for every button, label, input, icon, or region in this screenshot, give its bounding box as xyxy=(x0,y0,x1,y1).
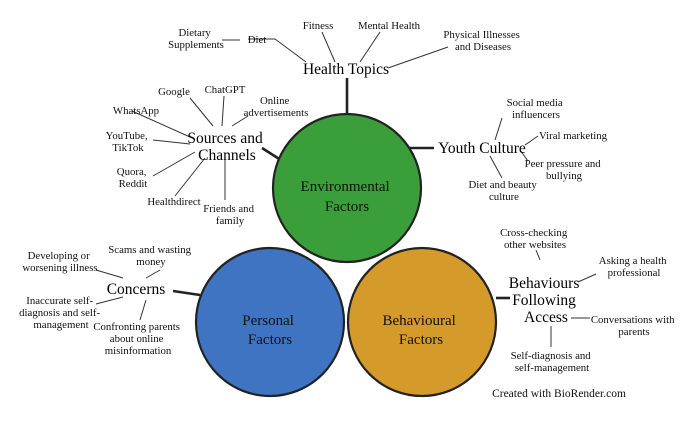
personal-factors-label: Personal Factors xyxy=(242,313,297,348)
leaf-conversations-parents: Conversations with parents xyxy=(591,314,677,338)
leaf-social-media-influencers: Social media influencers xyxy=(507,97,566,121)
leaf-viral-marketing: Viral marketing xyxy=(539,130,608,142)
leaf-fitness: Fitness xyxy=(303,20,334,32)
personal-factors-circle xyxy=(194,246,346,398)
youth-culture-hub: Youth Culture xyxy=(438,140,526,157)
environmental-factors-label: Environmental Factors xyxy=(301,179,394,215)
leaf-mental-health: Mental Health xyxy=(358,20,421,32)
health-topics-hub: Health Topics xyxy=(303,61,389,78)
leaf-quora-reddit: Quora, Reddit xyxy=(117,166,149,190)
leaf-asking-professional: Asking a health professional xyxy=(599,255,669,279)
youth-culture-branches xyxy=(489,117,539,179)
behavioural-factors-label: Behavioural Factors xyxy=(382,313,459,348)
leaf-youtube-tiktok: YouTube, TikTok xyxy=(106,130,151,154)
leaf-cross-checking: Cross-checking other websites xyxy=(500,227,570,251)
leaf-chatgpt: ChatGPT xyxy=(205,84,246,96)
concerns-hub: Concerns xyxy=(107,281,166,298)
leaf-online-advertisements: Online advertisements xyxy=(244,95,309,119)
connector-concerns xyxy=(172,289,201,297)
leaf-inaccurate-diagnosis: Inaccurate self- diagnosis and self- man… xyxy=(19,295,103,331)
leaf-friends-family: Friends and family xyxy=(203,203,256,227)
leaf-diet: Diet xyxy=(248,34,267,46)
concerns-branches xyxy=(95,269,161,321)
leaf-google: Google xyxy=(158,86,190,98)
sources-channels-branches xyxy=(131,95,249,200)
leaf-diet-beauty-culture: Diet and beauty culture xyxy=(468,179,539,203)
sources-channels-hub: Sources and Channels xyxy=(187,130,266,164)
leaf-developing-illness: Developing or worsening illness xyxy=(22,250,97,274)
leaf-self-diagnosis: Self-diagnosis and self-management xyxy=(511,350,594,374)
leaf-dietary-supplements: Dietary Supplements xyxy=(168,27,224,51)
behavioural-factors-circle xyxy=(346,246,498,398)
leaf-confronting-parents: Confronting parents about online misinfo… xyxy=(93,321,182,357)
behaviours-access-branches xyxy=(535,249,597,347)
leaf-scams: Scams and wasting money xyxy=(108,244,193,268)
leaf-physical-illnesses: Physical Illnesses and Diseases xyxy=(443,29,522,53)
behaviours-access-hub: Behaviours Following Access xyxy=(509,275,583,326)
health-topics-branches xyxy=(222,31,449,69)
leaf-peer-pressure: Peer pressure and bullying xyxy=(525,158,604,182)
environmental-factors-circle xyxy=(271,112,423,264)
leaf-healthdirect: Healthdirect xyxy=(147,196,200,208)
leaf-whatsapp: WhatsApp xyxy=(113,105,159,117)
biorender-credit: Created with BioRender.com xyxy=(492,388,626,400)
